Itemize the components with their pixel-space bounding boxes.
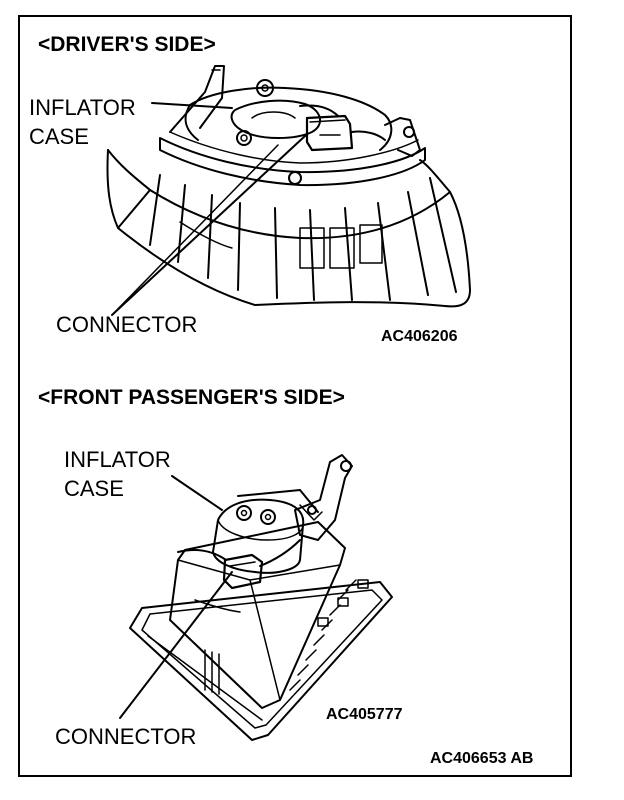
driver-connector-leader-line xyxy=(111,135,306,316)
drivers-inflator-label-line-1: INFLATOR xyxy=(29,95,136,120)
drivers-inflator-case-label: INFLATOR CASE xyxy=(29,93,136,151)
driver-connector-leader-line-2 xyxy=(111,144,279,316)
passenger-side-heading: <FRONT PASSENGER'S SIDE> xyxy=(38,386,345,409)
passenger-airbag-module-illustration xyxy=(129,454,393,741)
passenger-inflator-label-line-2: CASE xyxy=(64,476,124,501)
drivers-side-heading: <DRIVER'S SIDE> xyxy=(38,33,216,56)
drivers-inflator-label-line-2: CASE xyxy=(29,124,89,149)
overall-figure-code: AC406653 AB xyxy=(430,750,534,767)
passenger-connector-label: CONNECTOR xyxy=(55,724,197,749)
drivers-figure-code: AC406206 xyxy=(381,328,458,345)
passenger-inflator-case-label: INFLATOR CASE xyxy=(64,445,171,503)
passenger-inflator-case-leader xyxy=(171,475,223,511)
diagram-frame xyxy=(18,15,572,777)
passenger-figure-code: AC405777 xyxy=(326,706,403,723)
passenger-connector-leader-line xyxy=(119,571,233,719)
driver-airbag-module-illustration xyxy=(106,65,471,308)
driver-inflator-case-leader xyxy=(151,102,233,109)
drivers-connector-label: CONNECTOR xyxy=(56,312,198,337)
passenger-inflator-label-line-1: INFLATOR xyxy=(64,447,171,472)
